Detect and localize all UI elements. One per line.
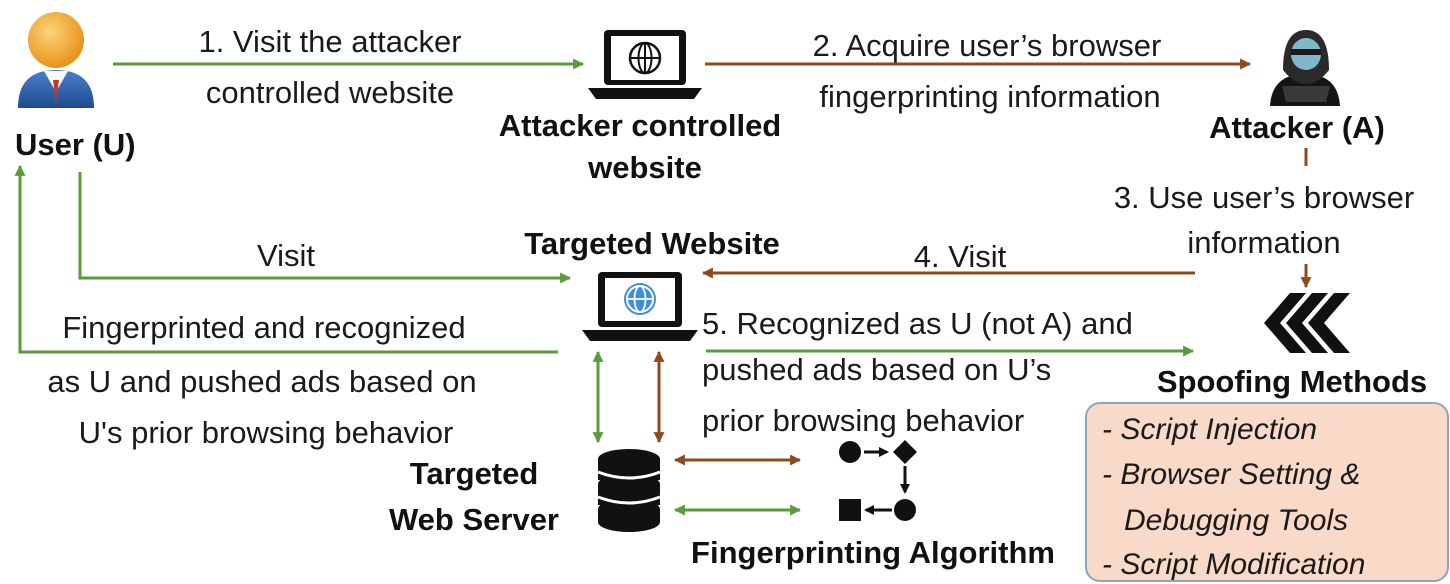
user-label: User (U) bbox=[15, 127, 136, 162]
laptop-globe-icon bbox=[582, 272, 698, 341]
user-visit-label: Visit bbox=[257, 238, 315, 273]
fingerprinted-label-line3: U's prior browsing behavior bbox=[79, 415, 454, 450]
step3-label-line1: 3. Use user’s browser bbox=[1114, 180, 1414, 215]
database-icon bbox=[597, 449, 661, 532]
user-icon bbox=[18, 12, 94, 108]
chevrons-left-icon bbox=[1264, 293, 1350, 353]
spoofing-methods-box bbox=[1085, 402, 1449, 582]
algorithm-label: Fingerprinting Algorithm bbox=[691, 535, 1055, 570]
edge-fingerprinted-back bbox=[14, 164, 558, 354]
step1-label-line2: controlled website bbox=[206, 75, 454, 110]
step2-label-line1: 2. Acquire user’s browser bbox=[813, 28, 1162, 63]
spoofing-method-item: - Script Modification bbox=[1102, 548, 1365, 581]
attacker-site-label-line1: Attacker controlled bbox=[499, 108, 782, 143]
spoofing-methods-title: Spoofing Methods bbox=[1157, 364, 1427, 399]
step2-label-line2: fingerprinting information bbox=[819, 79, 1160, 114]
step5-label-line2: pushed ads based on U’s bbox=[702, 352, 1051, 387]
laptop-globe-icon bbox=[588, 30, 702, 99]
attacker-site-label-line2: website bbox=[587, 150, 702, 185]
algorithm-flow-icon bbox=[839, 440, 917, 521]
spoofing-method-item: - Browser Setting & bbox=[1102, 458, 1360, 491]
hooded-attacker-icon bbox=[1270, 30, 1340, 106]
spoofing-method-item: Debugging Tools bbox=[1124, 504, 1348, 537]
attacker-label: Attacker (A) bbox=[1209, 110, 1385, 145]
fingerprinted-label-line2: as U and pushed ads based on bbox=[47, 364, 476, 399]
targeted-website-label: Targeted Website bbox=[524, 226, 780, 261]
step5-label-line1: 5. Recognized as U (not A) and bbox=[702, 306, 1133, 341]
step4-label: 4. Visit bbox=[914, 239, 1007, 274]
edge-user-visit bbox=[78, 172, 572, 284]
step3-label-line2: information bbox=[1187, 225, 1340, 260]
spoofing-method-item: - Script Injection bbox=[1102, 413, 1317, 446]
server-label-line1: Targeted bbox=[410, 456, 539, 491]
server-label-line2: Web Server bbox=[389, 502, 559, 537]
step1-label-line1: 1. Visit the attacker bbox=[198, 24, 461, 59]
step5-label-line3: prior browsing behavior bbox=[702, 403, 1024, 438]
fingerprinted-label-line1: Fingerprinted and recognized bbox=[62, 310, 465, 345]
